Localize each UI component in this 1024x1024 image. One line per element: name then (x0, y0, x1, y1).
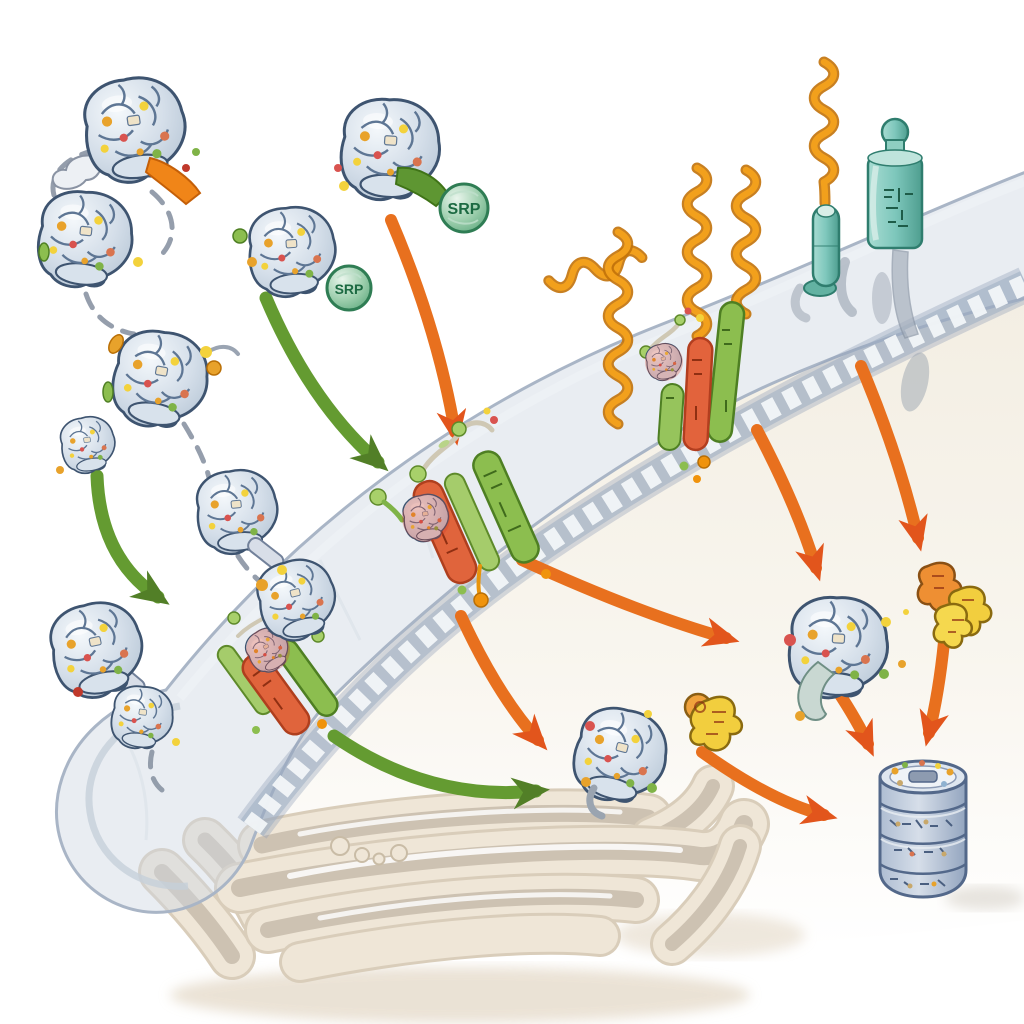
ribosome-3-srp (232, 203, 340, 301)
cytosolic-ribosome-complex (784, 593, 909, 721)
signal-peptide-green (394, 166, 450, 208)
green-pathway-arrows (90, 291, 550, 810)
droplet (541, 569, 551, 579)
ribosome-at-cap-translocon (239, 620, 298, 680)
misfolded-to-proteasome-arrow (919, 636, 950, 747)
droplet (679, 461, 689, 471)
ribosome-4 (102, 323, 240, 437)
srp-badge-large: SRP (438, 182, 490, 234)
ribosome-6 (192, 465, 283, 559)
srp-badge-small: SRP (325, 264, 373, 312)
translocon-membrane-proteins (639, 301, 746, 483)
nascent-chain-squiggle (602, 226, 634, 430)
ribosome-5-small (56, 412, 121, 478)
nascent-chain-squiggle (808, 56, 840, 209)
ribosome-7 (249, 551, 346, 649)
teal-protein-glyphs (884, 188, 913, 227)
er-cisternae (138, 764, 805, 1023)
ribosome-top-srp (334, 94, 450, 208)
droplet (252, 726, 260, 734)
droplet (457, 585, 467, 595)
white-curl (51, 154, 102, 190)
folded-to-proteasome-arrow (696, 746, 838, 825)
proteasome-ring-glyphs (889, 819, 953, 889)
droplet (317, 719, 327, 729)
mrna-dashed-path (50, 147, 275, 793)
droplet (473, 592, 489, 608)
translocon-center (369, 407, 551, 608)
translocon-left (216, 610, 339, 736)
nascent-chain-squiggle (681, 162, 713, 342)
er-cisterna-tube (279, 912, 621, 983)
er-cisterna-tube (244, 872, 660, 954)
proteasome-top-marks (891, 760, 954, 787)
nascent-chain-squiggles (543, 56, 840, 430)
ribosome-translocating (399, 490, 454, 546)
er-cisterna-tube (650, 824, 762, 966)
transport-vesicles (330, 836, 408, 866)
teal-membrane-rod (803, 204, 841, 297)
free-ribosomes (32, 70, 346, 755)
signal-peptide-orange (144, 156, 202, 206)
er-cisterna-tube (237, 788, 673, 870)
er-cisterna-tube (138, 848, 256, 980)
droplet (697, 455, 711, 469)
chaperone-yellow (683, 692, 743, 752)
membrane-bilayer-ladder (237, 267, 1024, 839)
orange-pathway-arrows (385, 214, 950, 825)
ribosome-1 (77, 70, 202, 206)
translocon-to-folded-protein-arrow (455, 610, 548, 751)
lumen-protein-arrow (327, 729, 550, 810)
membrane-protein-to-misfolded-arrow (855, 360, 928, 552)
translocated-protein-shadows (790, 249, 930, 412)
proteasome (878, 759, 1024, 910)
nascent-chain-squiggle (730, 164, 762, 320)
membrane-to-protein-arrow (751, 424, 824, 582)
misfolded-protein (916, 561, 993, 649)
srp-label-small: SRP (335, 281, 364, 297)
srp-bound-ribosome-arrow (259, 291, 389, 472)
free-ribosome-chain-arrow (90, 469, 170, 605)
droplet (693, 475, 701, 483)
folded-protein (564, 698, 677, 820)
cisternae-shadow (170, 967, 750, 1023)
ribosome-at-membrane-protein (642, 339, 686, 384)
teal-protein-complex (866, 117, 924, 250)
srp-ribosome-to-membrane-arrow (385, 214, 467, 446)
ribosome-9-small (107, 681, 180, 755)
ribosome-2 (32, 185, 143, 294)
srp-label-large: SRP (448, 201, 481, 218)
